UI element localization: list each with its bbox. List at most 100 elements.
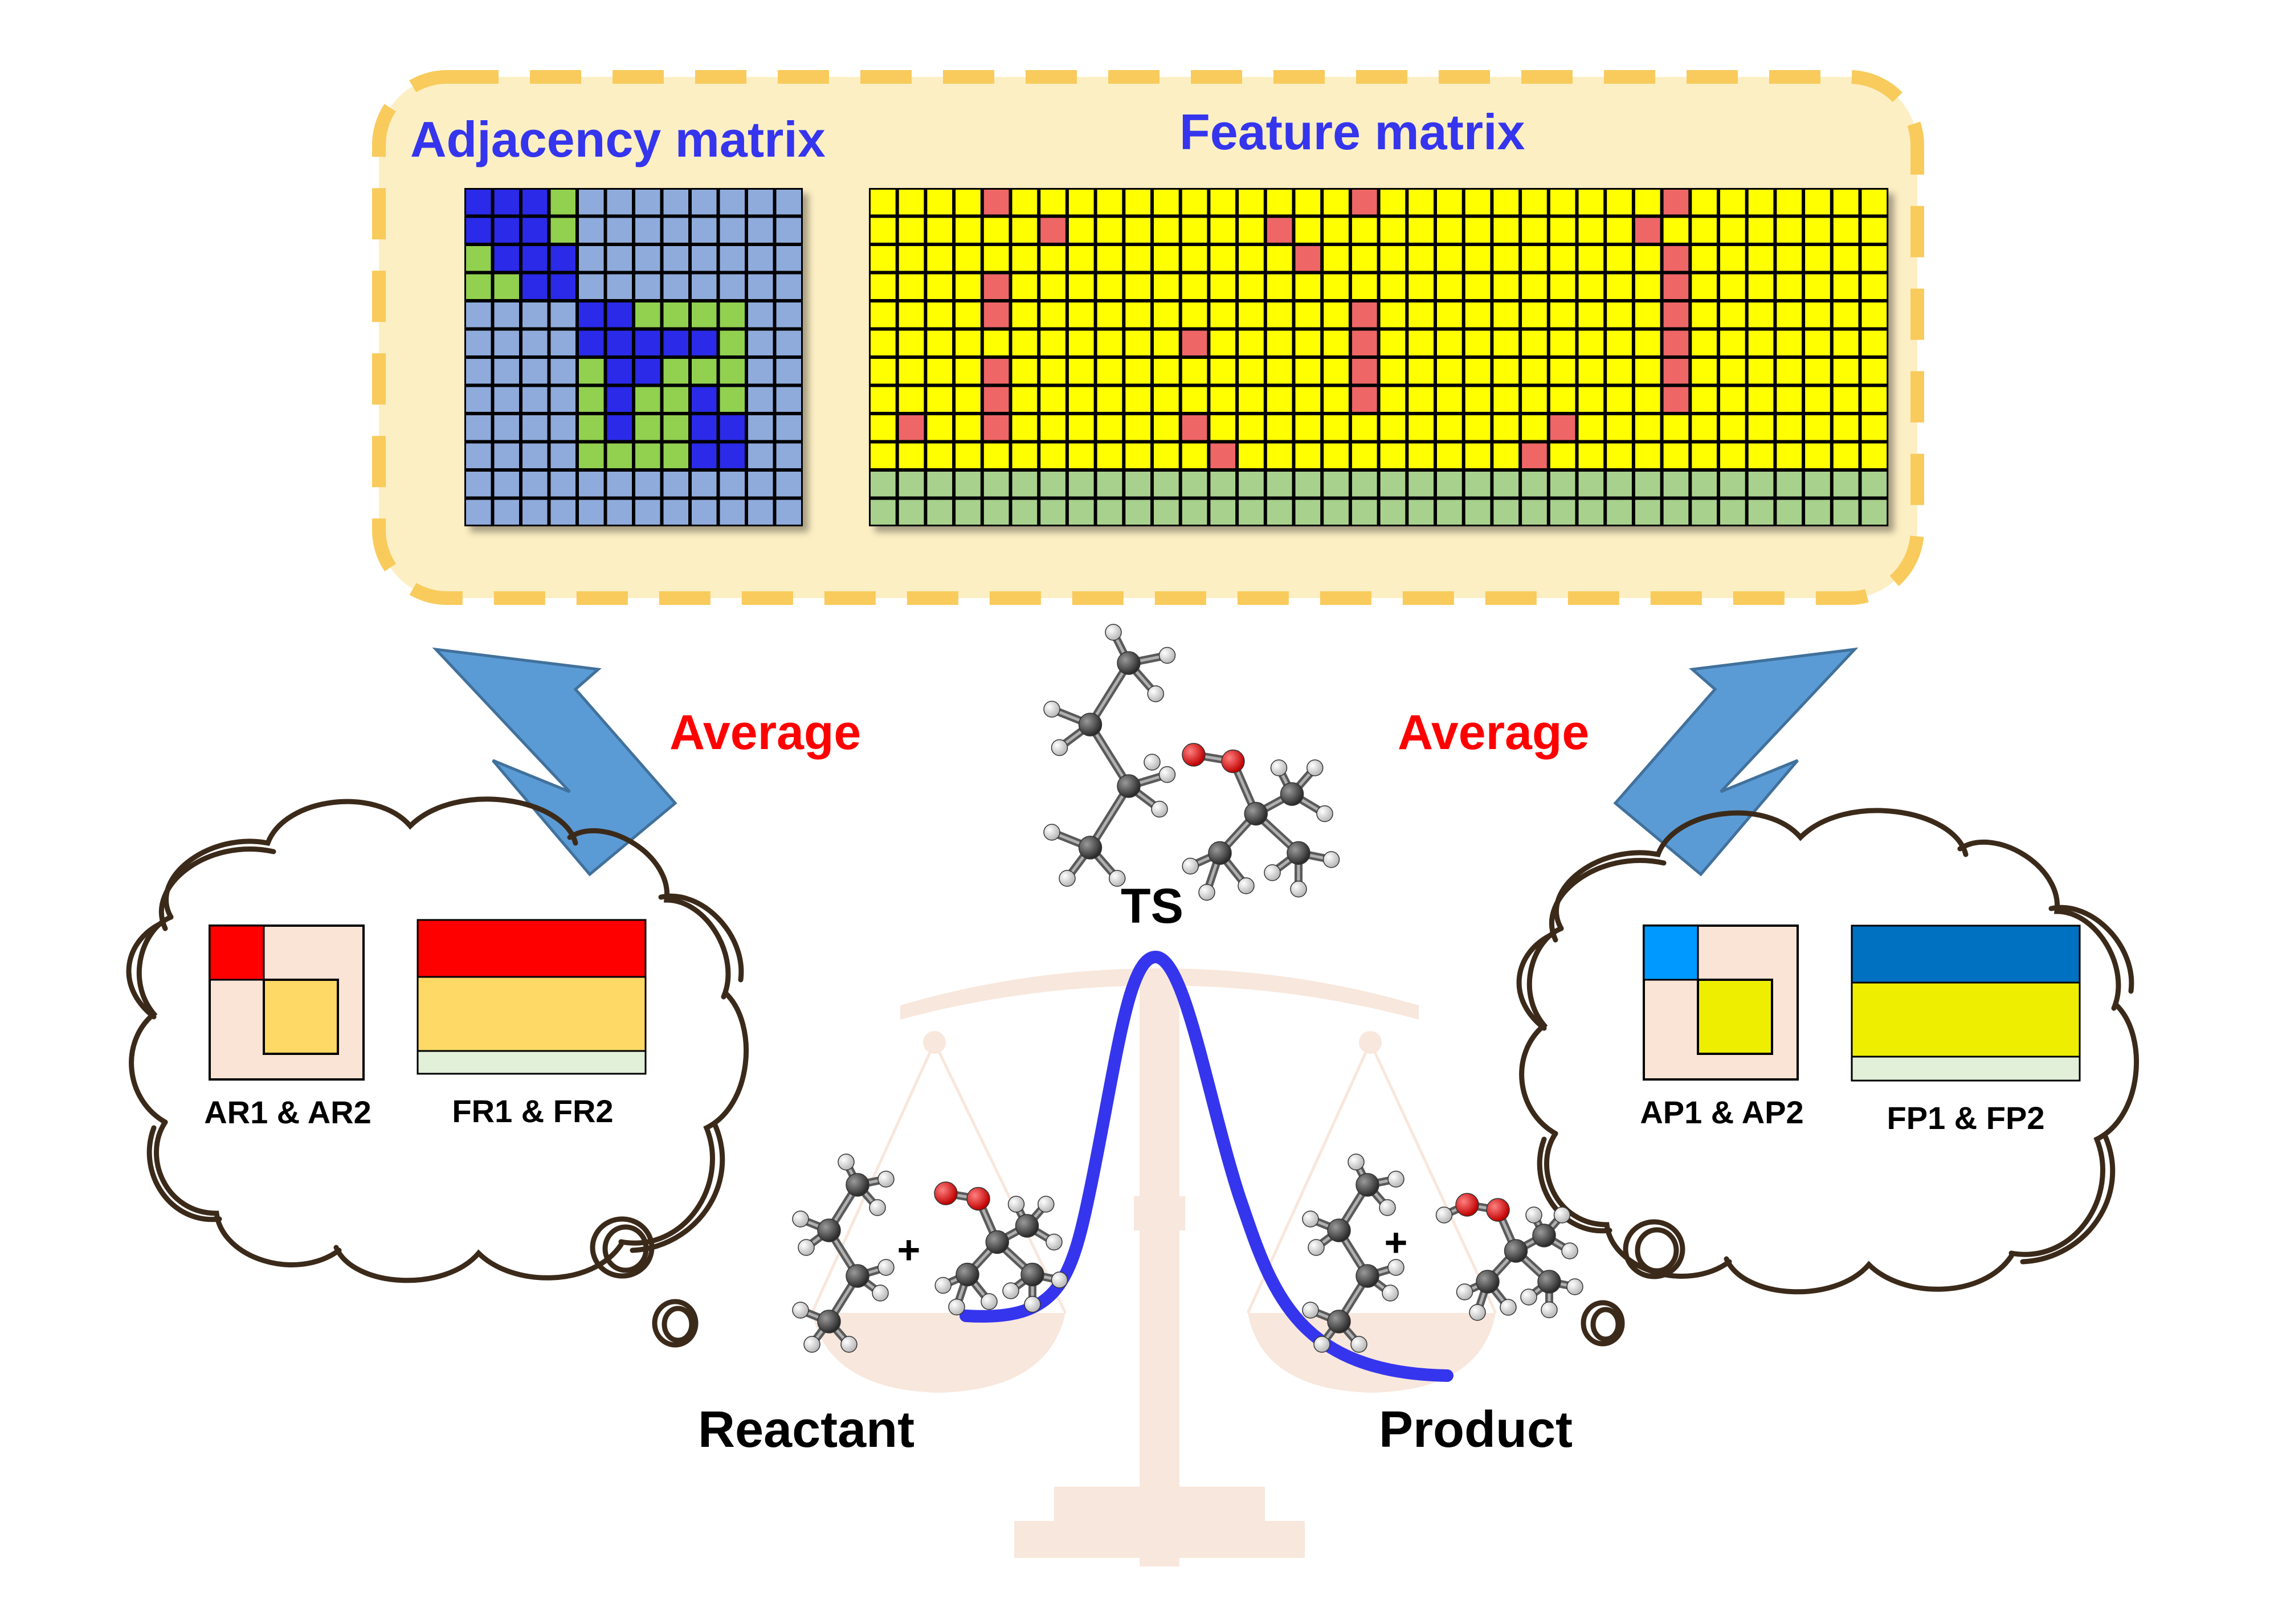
carbon-atom	[817, 1218, 841, 1242]
molecule-models	[792, 624, 1583, 1353]
right-feature-bar-mid	[1851, 981, 2081, 1058]
adjacency-matrix-cell	[748, 246, 773, 271]
feature-matrix-cell	[927, 330, 953, 355]
hydrogen-atom	[1387, 1171, 1405, 1188]
feature-matrix-cell	[1720, 500, 1745, 525]
feature-matrix-cell	[871, 302, 896, 328]
adjacency-matrix-cell	[579, 218, 604, 243]
feature-matrix-cell	[956, 218, 981, 243]
feature-matrix-cell	[1239, 330, 1264, 355]
hydrogen-atom	[1198, 883, 1215, 901]
feature-matrix-cell	[1295, 415, 1321, 440]
hydrogen-atom	[981, 1293, 998, 1310]
feature-matrix-cell	[1352, 415, 1377, 440]
feature-matrix-cell	[1578, 472, 1604, 497]
feature-matrix-cell	[1408, 359, 1434, 384]
feature-matrix-cell	[983, 500, 1009, 525]
carbon-atom	[1537, 1270, 1561, 1294]
adjacency-matrix-cell	[776, 330, 801, 355]
feature-matrix-cell	[1805, 359, 1830, 384]
adjacency-matrix-cell	[692, 415, 717, 440]
feature-matrix-cell	[1267, 302, 1292, 328]
feature-matrix-cell	[956, 246, 981, 271]
adjacency-matrix-cell	[748, 472, 773, 497]
feature-matrix-cell	[1012, 190, 1038, 215]
feature-matrix-cell	[1465, 246, 1491, 271]
feature-matrix-cell	[1097, 415, 1122, 440]
feature-matrix-cell	[1437, 415, 1462, 440]
cloud-outline-stroke	[159, 846, 276, 931]
carbon-atom	[1208, 841, 1232, 865]
adjacency-matrix-cell	[776, 274, 801, 299]
feature-matrix-cell	[1493, 190, 1519, 215]
adjacency-matrix-cell	[579, 302, 604, 328]
feature-matrix-title: Feature matrix	[1179, 104, 1525, 160]
feature-matrix-cell	[871, 500, 896, 525]
feature-matrix-cell	[1125, 415, 1150, 440]
feature-matrix-cell	[1692, 443, 1717, 468]
feature-matrix-cell	[1805, 472, 1830, 497]
feature-matrix-cell	[1465, 274, 1491, 299]
feature-matrix-cell	[1154, 387, 1179, 412]
feature-matrix-cell	[1012, 330, 1038, 355]
feature-matrix-cell	[1040, 302, 1065, 328]
feature-matrix-cell	[1720, 443, 1745, 468]
hydrogen-atom	[869, 1199, 886, 1216]
feature-matrix-cell	[1550, 500, 1575, 525]
adjacency-matrix-cell	[522, 330, 548, 355]
feature-matrix-cell	[1607, 274, 1632, 299]
feature-matrix-cell	[1267, 387, 1292, 412]
feature-matrix-cell	[1239, 387, 1264, 412]
hydrogen-atom	[1350, 1336, 1367, 1353]
feature-matrix-cell	[1154, 218, 1179, 243]
feature-matrix-cell	[1352, 302, 1377, 328]
feature-matrix-cell	[1748, 415, 1774, 440]
feature-matrix-cell	[956, 190, 981, 215]
feature-matrix-cell	[899, 330, 924, 355]
hydrogen-atom	[1002, 1282, 1019, 1299]
balance-right-string-2	[1369, 1041, 1497, 1314]
feature-matrix-cell	[1239, 274, 1264, 299]
feature-matrix-cell	[1777, 330, 1802, 355]
adjacency-matrix-cell	[579, 472, 604, 497]
feature-matrix-cell	[1663, 359, 1689, 384]
feature-matrix-cell	[899, 359, 924, 384]
feature-matrix-cell	[1777, 415, 1802, 440]
feature-matrix-cell	[1578, 500, 1604, 525]
feature-matrix-cell	[983, 246, 1009, 271]
adjacency-matrix-cell	[776, 500, 801, 525]
feature-matrix-cell	[1068, 415, 1094, 440]
adjacency-matrix-cell	[692, 274, 717, 299]
feature-matrix-cell	[1437, 302, 1462, 328]
adjacency-matrix-cell	[748, 443, 773, 468]
hydrogen-atom	[1500, 1299, 1517, 1316]
balance-left-string-2	[933, 1041, 1067, 1314]
feature-matrix-cell	[1267, 190, 1292, 215]
adjacency-matrix-cell	[663, 330, 688, 355]
adjacency-matrix-cell	[494, 415, 519, 440]
feature-matrix-cell	[1465, 359, 1491, 384]
cloud-outline-stroke	[618, 991, 749, 1246]
feature-matrix-cell	[899, 387, 924, 412]
hydrogen-atom	[840, 1336, 858, 1353]
adjacency-matrix-cell	[776, 359, 801, 384]
feature-matrix-cell	[1635, 246, 1660, 271]
feature-matrix-cell	[1805, 415, 1830, 440]
feature-matrix-cell	[1635, 274, 1660, 299]
adjacency-matrix-cell	[494, 330, 519, 355]
feature-matrix-cell	[1239, 302, 1264, 328]
feature-matrix-cell	[1635, 443, 1660, 468]
feature-matrix-cell	[1578, 387, 1604, 412]
feature-matrix-cell	[1352, 443, 1377, 468]
feature-matrix-cell	[956, 472, 981, 497]
feature-matrix-cell	[1748, 443, 1774, 468]
right-cloud-bubble-small-inner	[1590, 1307, 1621, 1342]
hydrogen-atom	[1456, 1283, 1473, 1300]
carbon-atom	[985, 1230, 1009, 1254]
feature-matrix-cell	[1861, 415, 1887, 440]
cloud-outline-stroke	[2048, 905, 2134, 994]
feature-matrix-cell	[1040, 472, 1065, 497]
feature-matrix-cell	[1635, 387, 1660, 412]
balance-left-pan	[812, 1313, 1065, 1393]
adjacency-matrix-cell	[550, 302, 575, 328]
